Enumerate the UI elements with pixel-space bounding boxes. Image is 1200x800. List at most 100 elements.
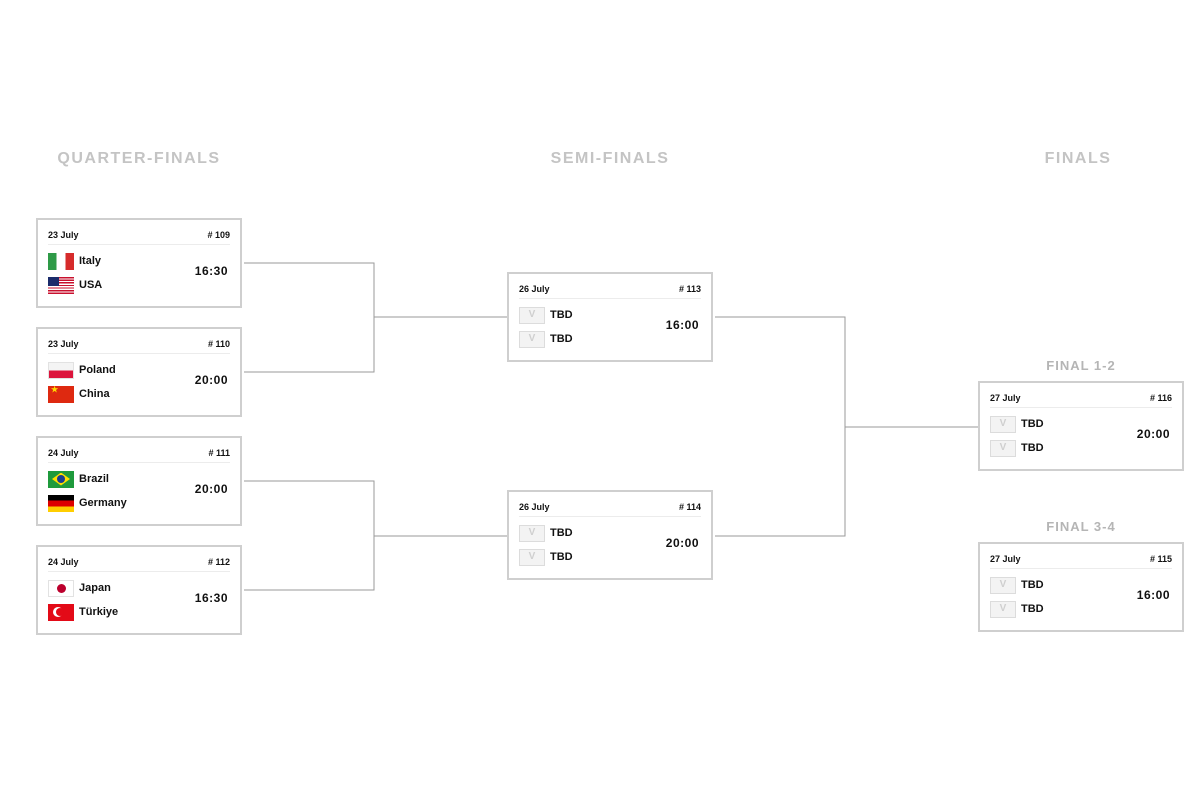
- match-card-113[interactable]: 26 July # 113 TBD TBD 16:00: [507, 272, 713, 362]
- team-name: TBD: [1021, 442, 1044, 454]
- match-time: 20:00: [194, 373, 228, 387]
- team-name: TBD: [1021, 418, 1044, 430]
- team-row-away[interactable]: Türkiye: [48, 603, 118, 621]
- tbd-placeholder-icon: [990, 415, 1016, 433]
- team-name: Türkiye: [79, 606, 119, 618]
- match-number: # 116: [1149, 393, 1172, 403]
- match-header: 27 July # 115: [990, 550, 1172, 569]
- team-name: TBD: [1021, 579, 1044, 591]
- connector-sf1-final: [715, 316, 978, 428]
- team-row-away[interactable]: TBD: [990, 600, 1044, 618]
- match-date: 26 July: [519, 502, 550, 512]
- tbd-placeholder-icon: [990, 600, 1016, 618]
- poland-flag-icon: [48, 361, 74, 379]
- team-row-home[interactable]: TBD: [990, 415, 1044, 433]
- match-date: 27 July: [990, 554, 1021, 564]
- match-number: # 115: [1149, 554, 1172, 564]
- italy-flag-icon: [48, 252, 74, 270]
- match-time: 20:00: [1136, 427, 1170, 441]
- match-date: 23 July: [48, 230, 79, 240]
- team-name: Poland: [79, 364, 116, 376]
- match-time: 16:00: [1136, 588, 1170, 602]
- match-date: 24 July: [48, 448, 79, 458]
- connector-qf2-sf1: [244, 317, 375, 373]
- match-number: # 110: [207, 339, 230, 349]
- connector-qf3-sf2: [244, 480, 507, 537]
- match-number: # 112: [207, 557, 230, 567]
- team-row-home[interactable]: TBD: [519, 524, 573, 542]
- round-title-quarter-finals: QUARTER-FINALS: [57, 150, 221, 167]
- match-time: 20:00: [194, 482, 228, 496]
- team-name: Japan: [79, 582, 111, 594]
- tbd-placeholder-icon: [519, 306, 545, 324]
- germany-flag-icon: [48, 494, 74, 512]
- turkey-flag-icon: [48, 603, 74, 621]
- match-header: 26 July # 114: [519, 498, 701, 517]
- team-name: Germany: [79, 497, 127, 509]
- match-number: # 113: [678, 284, 701, 294]
- match-date: 26 July: [519, 284, 550, 294]
- team-row-home[interactable]: TBD: [990, 576, 1044, 594]
- final-1-2-title: FINAL 1-2: [1046, 358, 1116, 373]
- team-row-away[interactable]: USA: [48, 276, 102, 294]
- team-row-home[interactable]: Japan: [48, 579, 111, 597]
- match-header: 27 July # 116: [990, 389, 1172, 408]
- match-card-114[interactable]: 26 July # 114 TBD TBD 20:00: [507, 490, 713, 580]
- team-row-away[interactable]: TBD: [519, 548, 573, 566]
- match-header: 26 July # 113: [519, 280, 701, 299]
- match-card-115[interactable]: 27 July # 115 TBD TBD 16:00: [978, 542, 1184, 632]
- match-number: # 109: [207, 230, 230, 240]
- connector-sf2-final: [715, 427, 846, 537]
- team-name: USA: [79, 279, 103, 291]
- match-number: # 111: [208, 448, 230, 458]
- team-name: TBD: [550, 309, 573, 321]
- match-time: 16:00: [665, 318, 699, 332]
- team-name: TBD: [550, 333, 573, 345]
- match-header: 23 July # 109: [48, 226, 230, 245]
- tbd-placeholder-icon: [990, 576, 1016, 594]
- match-date: 24 July: [48, 557, 79, 567]
- brazil-flag-icon: [48, 470, 74, 488]
- team-row-home[interactable]: Brazil: [48, 470, 109, 488]
- match-time: 20:00: [665, 536, 699, 550]
- team-row-away[interactable]: TBD: [990, 439, 1044, 457]
- team-name: Brazil: [79, 473, 109, 485]
- team-name: TBD: [550, 527, 573, 539]
- tbd-placeholder-icon: [519, 330, 545, 348]
- round-title-finals: FINALS: [1044, 150, 1112, 167]
- match-card-112[interactable]: 24 July # 112 Japan Türkiye 16:30: [36, 545, 242, 635]
- match-card-110[interactable]: 23 July # 110 Poland China 20:00: [36, 327, 242, 417]
- japan-flag-icon: [48, 579, 74, 597]
- team-row-home[interactable]: TBD: [519, 306, 573, 324]
- round-title-semi-finals: SEMI-FINALS: [550, 150, 670, 167]
- usa-flag-icon: [48, 276, 74, 294]
- match-header: 24 July # 112: [48, 553, 230, 572]
- match-header: 24 July # 111: [48, 444, 230, 463]
- team-row-away[interactable]: Germany: [48, 494, 127, 512]
- match-card-111[interactable]: 24 July # 111 Brazil Germany 20:00: [36, 436, 242, 526]
- team-name: Italy: [79, 255, 102, 267]
- tbd-placeholder-icon: [519, 548, 545, 566]
- match-card-109[interactable]: 23 July # 109 Italy USA 16:30: [36, 218, 242, 308]
- team-row-away[interactable]: China: [48, 385, 110, 403]
- connector-qf4-sf2: [244, 536, 375, 591]
- connector-qf1-sf1: [244, 262, 507, 318]
- match-time: 16:30: [194, 591, 228, 605]
- match-header: 23 July # 110: [48, 335, 230, 354]
- team-row-home[interactable]: Italy: [48, 252, 101, 270]
- tbd-placeholder-icon: [990, 439, 1016, 457]
- match-number: # 114: [678, 502, 701, 512]
- team-name: China: [79, 388, 110, 400]
- team-row-home[interactable]: Poland: [48, 361, 116, 379]
- match-date: 23 July: [48, 339, 79, 349]
- china-flag-icon: [48, 385, 74, 403]
- team-name: TBD: [550, 551, 573, 563]
- tbd-placeholder-icon: [519, 524, 545, 542]
- final-3-4-title: FINAL 3-4: [1046, 519, 1116, 534]
- match-time: 16:30: [194, 264, 228, 278]
- match-card-116[interactable]: 27 July # 116 TBD TBD 20:00: [978, 381, 1184, 471]
- team-row-away[interactable]: TBD: [519, 330, 573, 348]
- team-name: TBD: [1021, 603, 1044, 615]
- match-date: 27 July: [990, 393, 1021, 403]
